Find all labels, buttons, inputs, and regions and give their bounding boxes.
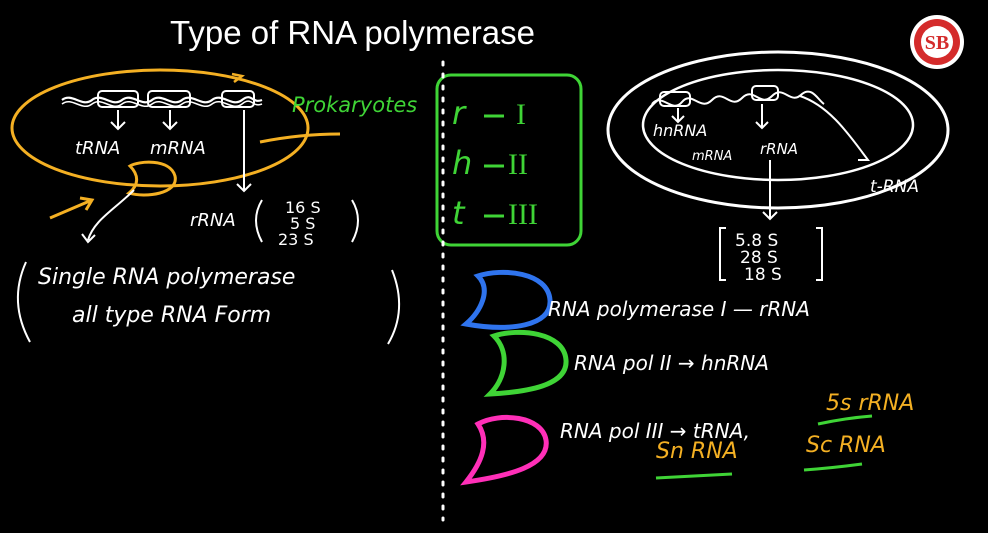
pointer-arrow-icon <box>50 198 92 218</box>
euk-label-rrna: rRNA <box>760 140 798 158</box>
down-arrow-icon <box>111 110 125 129</box>
underline-mark <box>818 416 872 424</box>
prok-rrna-23s: 23 S <box>278 230 314 249</box>
legend-row: r I <box>452 94 526 132</box>
prok-rrna-label: rRNA <box>190 210 236 231</box>
right-paren <box>352 200 358 242</box>
pol3-sn-rna: Sn RNA <box>656 439 738 464</box>
down-arrow-icon <box>237 110 251 191</box>
euk-label-hnrna: hnRNA <box>653 121 707 140</box>
legend-letter-h: h <box>452 144 472 182</box>
down-arrow-icon <box>163 110 177 129</box>
prokaryote-cell: tRNA mRNA <box>12 70 308 242</box>
polymerase-shape-icon <box>129 162 175 195</box>
prokaryote-membrane <box>12 70 308 186</box>
polymerase-item: RNA pol II → hnRNA <box>490 332 769 394</box>
euk-label-trna: t-RNA <box>870 177 919 197</box>
underline-mark <box>804 464 862 470</box>
trna-arrow-icon <box>800 96 868 160</box>
matrix-right-bracket <box>816 228 822 280</box>
polymerase-green-icon <box>490 332 566 394</box>
polymerase-magenta-icon <box>466 417 546 482</box>
legend-letter-r: r <box>452 94 467 132</box>
legend-numeral-1: I <box>516 98 526 131</box>
underline-mark <box>656 474 732 478</box>
note-line-2: all type RNA Form <box>72 303 271 328</box>
euk-rrna-18s: 18 S <box>744 265 782 285</box>
eukaryote-dna-strand <box>652 92 824 106</box>
legend-letter-t: t <box>452 194 466 232</box>
note-right-paren <box>388 270 399 344</box>
legend-numeral-3: III <box>508 198 538 231</box>
legend-numeral-2: II <box>508 148 528 181</box>
matrix-left-bracket <box>720 228 726 280</box>
polymerase-2-text: RNA pol II → hnRNA <box>574 351 769 375</box>
polymerase-blue-icon <box>466 272 550 327</box>
legend-row: t III <box>452 194 538 232</box>
pol3-5s-rrna: 5s rRNA <box>826 391 914 416</box>
gene-label-mrna: mRNA <box>150 138 206 159</box>
down-arrow-icon <box>756 104 768 128</box>
pol3-sc-rna: Sc RNA <box>806 433 886 458</box>
eukaryote-cell: hnRNA mRNA rRNA t-RNA 5.8 S 28 S 18 S <box>608 52 948 285</box>
euk-label-mrna: mRNA <box>692 149 732 164</box>
note-line-1: Single RNA polymerase <box>38 265 295 290</box>
gene-label-trna: tRNA <box>75 138 120 159</box>
down-arrow-icon <box>763 160 777 219</box>
prokaryotes-label: Prokaryotes <box>292 93 417 117</box>
down-arrow-icon <box>672 108 684 122</box>
legend-row: h II <box>452 144 528 182</box>
polymerase-1-text: RNA polymerase I — rRNA <box>548 297 810 321</box>
note-left-paren <box>18 262 30 342</box>
left-paren <box>256 200 262 242</box>
underline-mark <box>260 134 340 142</box>
curved-arrow-icon <box>82 190 134 242</box>
